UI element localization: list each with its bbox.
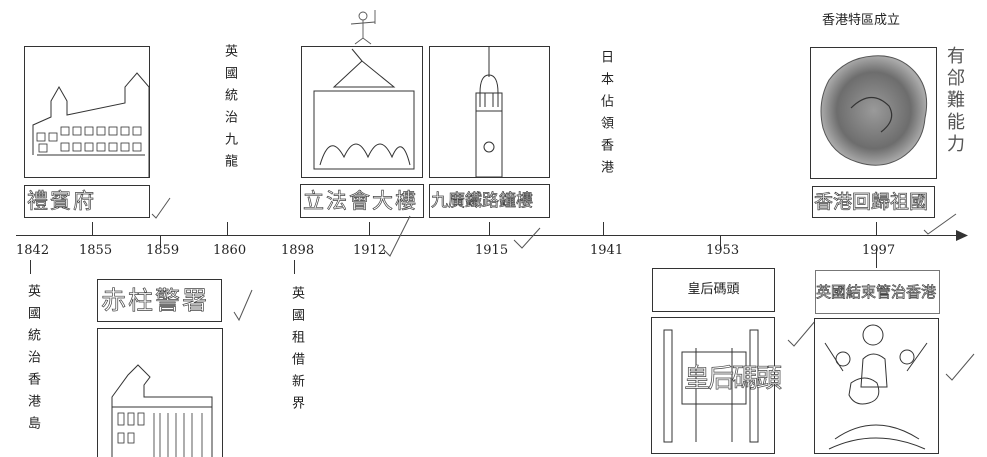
checkmark-1-icon xyxy=(151,197,171,219)
return-label: 香港回歸祖國 xyxy=(814,191,929,214)
return-drawing xyxy=(810,47,937,179)
tick-1953 xyxy=(720,236,721,248)
event-hk-island: 英國統治香港島 xyxy=(25,284,40,438)
police-station-label-box: 赤柱警署 xyxy=(97,279,222,322)
timeline-arrow-icon xyxy=(956,230,968,241)
police-station-icon xyxy=(111,364,213,457)
queens-pier-title-box: 皇后碼頭 xyxy=(652,268,775,312)
tick-1855 xyxy=(92,222,93,235)
tick-1997 xyxy=(876,222,877,235)
clock-tower-icon xyxy=(475,47,503,177)
return-globe-icon xyxy=(820,55,928,166)
legco-icon xyxy=(313,48,415,170)
clock-tower-label: 九廣鐵路鐘樓 xyxy=(431,191,534,212)
year-1855: 1855 xyxy=(79,243,113,258)
tick-1912 xyxy=(369,222,370,235)
tick-1898-down xyxy=(294,260,295,274)
year-1898: 1898 xyxy=(281,243,315,258)
tick-1997-down xyxy=(876,250,877,268)
police-station-label: 赤柱警署 xyxy=(101,286,210,316)
year-1997: 1997 xyxy=(862,243,896,258)
justice-statue-icon xyxy=(350,10,376,45)
queens-pier-drawing: 皇后碼頭 xyxy=(651,317,782,454)
year-1860: 1860 xyxy=(213,243,247,258)
checkmark-3-icon xyxy=(383,215,411,257)
tick-1941 xyxy=(603,222,604,235)
pier-sign-icon xyxy=(663,329,759,443)
government-house-drawing xyxy=(24,46,150,178)
end-rule-drawing xyxy=(814,318,939,454)
tick-1842-down xyxy=(30,260,31,274)
end-rule-label: 英國結束管治香港 xyxy=(816,283,937,302)
end-rule-label-box: 英國結束管治香港 xyxy=(815,270,940,314)
year-1953: 1953 xyxy=(706,243,740,258)
legco-label: 立法會大樓 xyxy=(303,189,418,214)
year-1842: 1842 xyxy=(16,243,50,258)
legco-label-box: 立法會大樓 xyxy=(300,184,424,218)
clock-tower-drawing xyxy=(429,46,550,178)
legco-drawing xyxy=(301,46,423,178)
checkmark-5-icon xyxy=(787,319,817,347)
return-label-box: 香港回歸祖國 xyxy=(812,186,935,218)
year-1859: 1859 xyxy=(146,243,180,258)
tick-1915 xyxy=(489,222,490,235)
side-note: 有郃難能力 xyxy=(944,46,965,156)
checkmark-2-icon xyxy=(233,289,253,322)
pier-sign-label: 皇后碼頭 xyxy=(684,364,783,395)
year-1941: 1941 xyxy=(590,243,624,258)
checkmark-6-icon xyxy=(923,213,957,235)
year-1912: 1912 xyxy=(353,243,387,258)
government-house-label: 禮賓府 xyxy=(27,189,96,214)
police-station-drawing xyxy=(97,328,223,457)
year-1915: 1915 xyxy=(475,243,509,258)
checkmark-7-icon xyxy=(945,353,975,381)
event-sar-established: 香港特區成立 xyxy=(822,13,901,28)
crowd-figures-icon xyxy=(824,324,928,450)
queens-pier-title: 皇后碼頭 xyxy=(687,282,740,297)
event-new-territories: 英國租借新界 xyxy=(289,286,304,418)
government-house-label-box: 禮賓府 xyxy=(24,185,150,218)
event-japan-occupation: 日本佔領香港 xyxy=(598,50,613,182)
tick-1859 xyxy=(160,236,161,248)
event-kowloon: 英國統治九龍 xyxy=(222,44,237,176)
government-house-icon xyxy=(32,72,149,177)
checkmark-4-icon xyxy=(513,227,541,249)
clock-tower-label-box: 九廣鐵路鐘樓 xyxy=(429,184,550,218)
timeline-axis xyxy=(16,235,961,236)
tick-1860 xyxy=(227,222,228,235)
